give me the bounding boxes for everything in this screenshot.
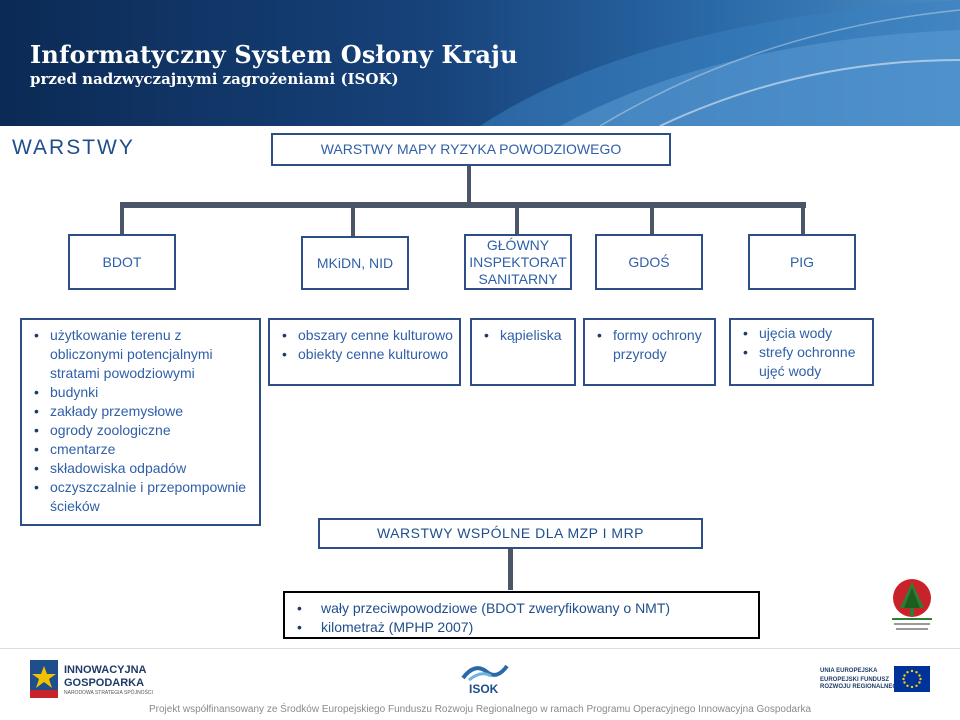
header-subtitle: przed nadzwyczajnymi zagrożeniami (ISOK) bbox=[30, 70, 399, 88]
root-box: WARSTWY MAPY RYZYKA POWODZIOWEGO bbox=[271, 133, 671, 166]
common-box-label: WARSTWY WSPÓLNE DLA MZP I MRP bbox=[376, 525, 645, 541]
list-item: wały przeciwpowodziowe (BDOT zweryfikowa… bbox=[295, 599, 752, 618]
list-item: ogrody zoologiczne bbox=[32, 421, 253, 440]
logo-eu: UNIA EUROPEJSKA EUROPEJSKI FUNDUSZ ROZWO… bbox=[820, 664, 950, 698]
innovation-logo-icon bbox=[30, 660, 58, 698]
logo-right-line2: EUROPEJSKI FUNDUSZ bbox=[820, 677, 890, 683]
forest-emblem-icon bbox=[892, 579, 932, 630]
layer-list-bdot: użytkowanie terenu z obliczonymi potencj… bbox=[20, 318, 261, 526]
source-box-gis: GŁÓWNY INSPEKTORAT SANITARNY bbox=[464, 234, 572, 290]
layer-list-mkidn: obszary cenne kulturowo obiekty cenne ku… bbox=[268, 318, 461, 386]
logo-left-line2: GOSPODARKA bbox=[64, 677, 145, 689]
source-box-gdos: GDOŚ bbox=[595, 234, 703, 290]
logo-isok: ISOK bbox=[455, 660, 515, 698]
root-box-label: WARSTWY MAPY RYZYKA POWODZIOWEGO bbox=[320, 141, 622, 157]
logo-left-line3: NARODOWA STRATEGIA SPÓJNOŚCI bbox=[64, 690, 153, 696]
list-item: kąpieliska bbox=[482, 326, 568, 345]
source-label-mkidn: MKiDN, NID bbox=[316, 254, 394, 271]
source-label-gdos: GDOŚ bbox=[628, 253, 670, 270]
list-item: formy ochrony przyrody bbox=[595, 326, 708, 364]
footer-divider bbox=[0, 648, 960, 649]
logo-isok-text: ISOK bbox=[469, 682, 499, 696]
funding-note: Projekt współfinansowany ze Środków Euro… bbox=[148, 704, 812, 715]
logo-left-line1: INNOWACYJNA bbox=[64, 664, 147, 676]
list-item: cmentarze bbox=[32, 440, 253, 459]
list-item: obszary cenne kulturowo bbox=[280, 326, 453, 345]
list-item: składowiska odpadów bbox=[32, 459, 253, 478]
list-item: ujęcia wody bbox=[741, 324, 866, 343]
source-box-mkidn: MKiDN, NID bbox=[301, 236, 409, 290]
logo-right-line1: UNIA EUROPEJSKA bbox=[820, 668, 878, 674]
list-item: budynki bbox=[32, 383, 253, 402]
layer-list-gis: kąpieliska bbox=[470, 318, 576, 386]
list-item: strefy ochronne ujęć wody bbox=[741, 343, 866, 381]
list-item: oczyszczalnie i przepompownie ścieków bbox=[32, 478, 253, 516]
logo-right-line3: ROZWOJU REGIONALNEGO bbox=[820, 684, 902, 690]
isok-wave-icon bbox=[461, 664, 509, 682]
list-item: obiekty cenne kulturowo bbox=[280, 345, 453, 364]
list-item: kilometraż (MPHP 2007) bbox=[295, 618, 752, 637]
header-banner: Informatyczny System Osłony Kraju przed … bbox=[0, 0, 960, 126]
source-box-bdot: BDOT bbox=[68, 234, 176, 290]
logo-innowacyjna-gospodarka: INNOWACYJNA GOSPODARKA NARODOWA STRATEGI… bbox=[30, 660, 170, 698]
eu-flag-icon bbox=[894, 666, 930, 692]
source-box-pig: PIG bbox=[748, 234, 856, 290]
list-item: użytkowanie terenu z obliczonymi potencj… bbox=[32, 326, 253, 383]
list-item: zakłady przemysłowe bbox=[32, 402, 253, 421]
source-label-gis: GŁÓWNY INSPEKTORAT SANITARNY bbox=[469, 236, 567, 287]
source-label-bdot: BDOT bbox=[102, 253, 142, 270]
common-layers-box: WARSTWY WSPÓLNE DLA MZP I MRP bbox=[318, 518, 703, 549]
section-label: WARSTWY bbox=[12, 136, 135, 159]
source-label-pig: PIG bbox=[789, 253, 815, 270]
layer-list-pig: ujęcia wody strefy ochronne ujęć wody bbox=[729, 318, 874, 386]
layer-list-gdos: formy ochrony przyrody bbox=[583, 318, 716, 386]
header-decoration bbox=[480, 0, 960, 126]
header-title: Informatyczny System Osłony Kraju bbox=[30, 40, 518, 69]
common-layers-list: wały przeciwpowodziowe (BDOT zweryfikowa… bbox=[283, 591, 760, 639]
